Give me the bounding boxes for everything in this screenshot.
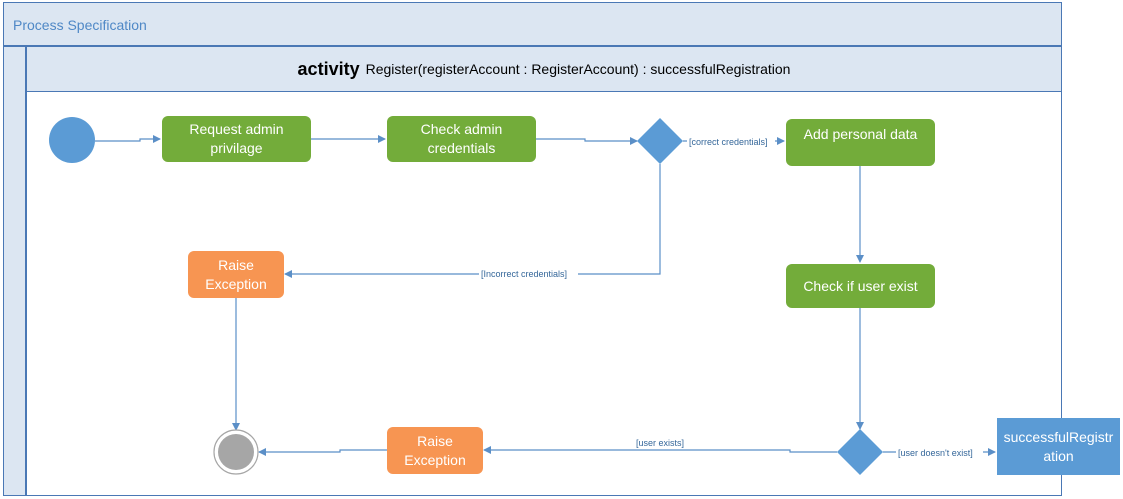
- final-node-inner: [218, 434, 254, 470]
- initial-node: [49, 117, 95, 163]
- activity-header: activity Register(registerAccount : Regi…: [26, 46, 1062, 92]
- frame-left-band: [3, 46, 26, 496]
- action-raise-exception-2: Raise Exception: [387, 427, 483, 474]
- edge-decision-to-exception2: [483, 446, 837, 454]
- edge-start-to-request: [95, 135, 161, 143]
- activity-signature: Register(registerAccount : RegisterAccou…: [365, 61, 791, 77]
- edge-decision-to-exception1: [284, 164, 661, 278]
- guard-user-exists: [user exists]: [636, 438, 684, 448]
- decision-node-credentials: [637, 118, 683, 164]
- action-check-if-user-exist: Check if user exist: [786, 264, 935, 308]
- action-request-admin-privilage: Request admin privilage: [162, 116, 311, 162]
- output-successful-registration: successfulRegistration: [997, 418, 1120, 475]
- activity-keyword: activity: [297, 58, 360, 79]
- action-add-personal-data: Add personal data: [786, 119, 935, 166]
- decision-node-user: [837, 429, 883, 475]
- edge-exception2-to-final: [258, 448, 387, 456]
- frame-title: Process Specification: [13, 17, 147, 33]
- guard-correct-credentials: [correct credentials]: [689, 137, 768, 147]
- edge-check-to-decision: [536, 137, 638, 145]
- guard-incorrect-credentials: [Incorrect credentials]: [481, 269, 567, 279]
- action-check-admin-credentials: Check admin credentials: [387, 116, 536, 162]
- action-raise-exception-1: Raise Exception: [188, 251, 284, 298]
- process-frame-header: Process Specification: [3, 2, 1062, 46]
- guard-user-not-exist: [user doesn't exist]: [898, 448, 973, 458]
